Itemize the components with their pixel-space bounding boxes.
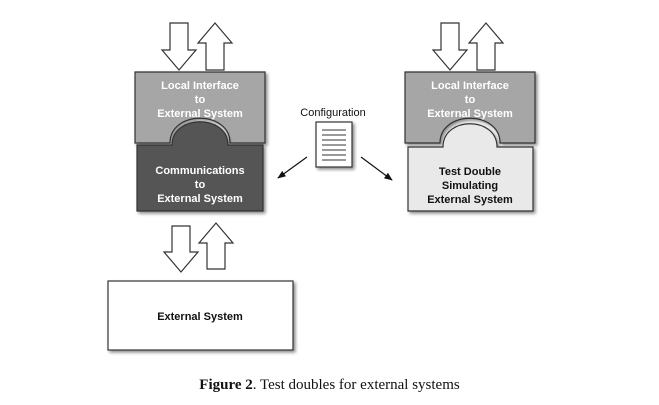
right-local-interface-line-2: to xyxy=(465,94,476,106)
left-top-down-arrow-icon xyxy=(160,22,198,71)
left-local-interface-block: Local Interface to External System xyxy=(134,71,266,144)
figure-caption-prefix: Figure 2 xyxy=(199,377,253,393)
config-to-test-double-arrow xyxy=(360,156,393,181)
left-local-interface-line-3: External System xyxy=(157,108,243,120)
left-local-interface-line-1: Local Interface xyxy=(161,80,239,92)
figure-caption-text: . Test doubles for external systems xyxy=(252,377,460,393)
right-test-double-line-3: External System xyxy=(427,194,513,206)
external-system-label: External System xyxy=(157,311,243,323)
right-local-interface-line-3: External System xyxy=(427,108,513,120)
figure-caption: Figure 2. Test doubles for external syst… xyxy=(0,377,659,394)
left-communications-line-1: Communications xyxy=(155,165,244,177)
left-local-interface-line-2: to xyxy=(195,94,206,106)
right-top-up-arrow-icon xyxy=(467,22,505,71)
left-bottom-up-arrow-icon xyxy=(197,222,235,270)
right-test-double-line-2: Simulating xyxy=(442,180,498,192)
left-communications-line-3: External System xyxy=(157,193,243,205)
external-system-block: External System xyxy=(107,280,294,351)
left-bottom-down-arrow-icon xyxy=(162,225,200,273)
right-local-interface-line-1: Local Interface xyxy=(431,80,509,92)
right-test-double-block: Test Double Simulating External System xyxy=(407,123,534,212)
left-communications-block: Communications to External System xyxy=(136,121,264,212)
right-top-down-arrow-icon xyxy=(431,22,469,71)
configuration-label: Configuration xyxy=(300,107,365,119)
config-to-communications-arrow xyxy=(277,156,308,179)
configuration-document-icon xyxy=(315,121,353,168)
left-communications-line-2: to xyxy=(195,179,206,191)
right-test-double-line-1: Test Double xyxy=(439,166,501,178)
right-local-interface-block: Local Interface to External System xyxy=(404,71,536,144)
left-top-up-arrow-icon xyxy=(196,22,234,71)
